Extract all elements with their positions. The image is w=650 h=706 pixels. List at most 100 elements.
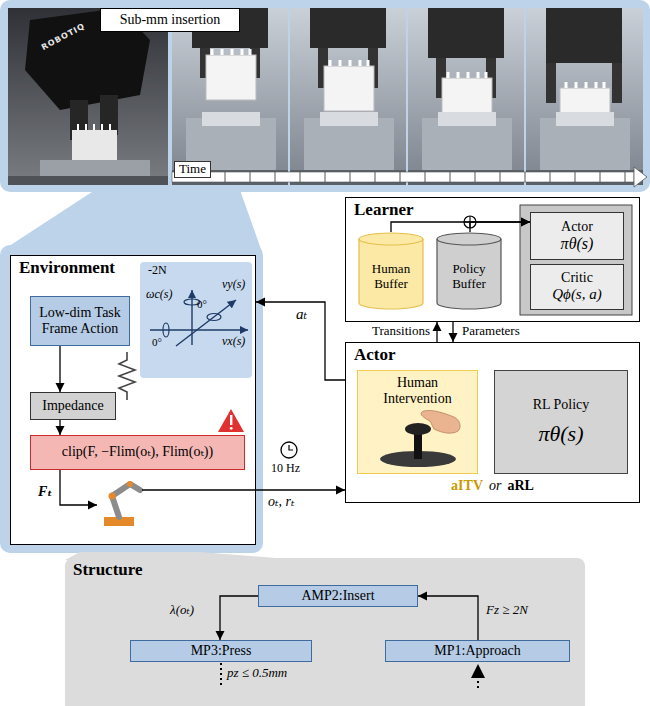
clock-icon xyxy=(281,442,297,458)
warning-symbol xyxy=(218,409,244,432)
clock-icon xyxy=(289,445,293,450)
node-text: Critic xyxy=(561,270,593,286)
node-text: πθ(s) xyxy=(561,235,594,253)
cylinder-outline xyxy=(359,239,423,245)
insertion-photo-strip xyxy=(556,112,614,126)
panel-grounds xyxy=(10,197,640,545)
insertion-photo-strip xyxy=(526,8,643,185)
panel-title: Actor xyxy=(354,345,631,365)
network-box: Actorπθ(s) xyxy=(530,212,624,260)
edge-label: oₜ, rₜ xyxy=(266,494,296,510)
structure-band xyxy=(65,552,585,706)
gripper-photo xyxy=(8,8,168,185)
robot-arm-icon xyxy=(127,481,133,487)
warning-symbol xyxy=(230,415,232,425)
edge-label: Transitions xyxy=(352,324,432,339)
figure-label: vy(s) xyxy=(222,278,245,292)
environment-panel: EnvironmentLow-dim Task Frame ActionImpe… xyxy=(10,255,256,545)
structure-panel: StructureAMP2:InsertMP3:PressMP1:Approac… xyxy=(65,558,585,706)
cylinder-outline xyxy=(437,233,501,309)
insertion-photo-strip xyxy=(448,72,486,78)
task-frame-axes xyxy=(140,262,252,378)
connector xyxy=(452,322,453,342)
action-choice-row: aITVoraRL xyxy=(357,478,628,494)
robot-arm-icon xyxy=(112,484,140,517)
actor-critic-group xyxy=(520,205,632,315)
warning-symbol xyxy=(230,427,233,430)
node-text: Sub-mm insertion xyxy=(120,12,221,28)
panel-grounds xyxy=(345,197,640,322)
figure-label: pz ≤ 0.5mm xyxy=(227,666,287,681)
panel-title: Structure xyxy=(73,560,577,580)
primitive-box: AMP2:Insert xyxy=(258,585,418,607)
connector xyxy=(256,489,345,490)
photo-band xyxy=(0,0,650,553)
task-frame-axes xyxy=(191,290,192,345)
robot-arm-icon xyxy=(142,489,256,490)
photo-band xyxy=(0,0,650,192)
insertion-photo-strip xyxy=(408,8,524,185)
action-box: Low-dim Task Frame Action xyxy=(30,296,130,346)
task-frame-axes xyxy=(150,329,248,330)
insertion-photo-strip xyxy=(172,8,288,185)
connector xyxy=(470,222,530,232)
edge-label: Fz ≥ 2N xyxy=(484,603,530,618)
gripper-photo xyxy=(78,124,110,130)
figure-label: -2N xyxy=(148,264,167,278)
spring-symbol xyxy=(119,352,135,400)
dotted-continuation xyxy=(220,663,222,685)
figure-label: aRL xyxy=(507,478,533,494)
figure-label: 0° xyxy=(152,336,162,349)
node-text: AMP2:Insert xyxy=(301,588,374,604)
panel-title: Environment xyxy=(19,258,247,278)
figure-label: ROBOTIQ xyxy=(40,21,87,52)
time-axis xyxy=(172,167,647,187)
figure-label: 10 Hz xyxy=(271,462,300,476)
intervention-box: Human Intervention xyxy=(357,370,478,474)
gripper-photo xyxy=(72,130,117,162)
insertion-photo-strip xyxy=(290,8,406,185)
insertion-photo-strip xyxy=(546,8,622,63)
connector xyxy=(391,222,530,232)
dotted-continuation xyxy=(221,663,478,688)
node-text: Impedance xyxy=(42,398,103,414)
insertion-photo-strip xyxy=(202,112,260,126)
insertion-photo-strip xyxy=(612,63,622,103)
insertion-photo-strip xyxy=(310,8,386,48)
connector xyxy=(220,596,258,640)
figure-label: vx(s) xyxy=(222,335,245,349)
clip-box: clip(F, −Flim(oₜ), Flim(oₜ)) xyxy=(30,435,245,470)
connector xyxy=(59,420,60,435)
warning-symbol xyxy=(218,409,244,432)
robot-arm-icon xyxy=(60,470,256,526)
task-frame-axes xyxy=(140,262,252,378)
insertion-photo-strip xyxy=(438,112,496,126)
figure-label: 0° xyxy=(197,298,207,311)
primitive-box: MP3:Press xyxy=(130,640,312,662)
dotted-continuation xyxy=(477,664,479,688)
task-frame-axes xyxy=(163,323,169,337)
connector xyxy=(256,302,345,380)
node-text: MP3:Press xyxy=(191,643,252,659)
insertion-photo-strip xyxy=(212,49,250,55)
task-frame-axes xyxy=(184,299,200,305)
insertion-photo-strip xyxy=(290,8,406,185)
node-text: RL Policy xyxy=(533,397,590,413)
time-axis xyxy=(634,167,647,187)
joystick-icon xyxy=(405,423,431,435)
gripper-photo xyxy=(8,176,168,185)
node-text: Low-dim Task Frame Action xyxy=(35,305,125,337)
figure-label: ωc(s) xyxy=(146,288,172,302)
impedance-box: Impedance xyxy=(30,392,116,420)
edge-label: Parameters xyxy=(460,324,522,339)
figure-label: or xyxy=(489,478,501,494)
task-frame-axes xyxy=(207,314,221,321)
node-text: πθ(s) xyxy=(538,421,583,446)
insertion-photo-strip xyxy=(206,55,256,100)
gripper-photo xyxy=(8,8,168,185)
figure-label: Fₜ xyxy=(38,484,53,500)
insertion-photo-strip xyxy=(566,82,604,88)
photo-band xyxy=(0,245,263,553)
insertion-photo-strip xyxy=(324,66,374,111)
